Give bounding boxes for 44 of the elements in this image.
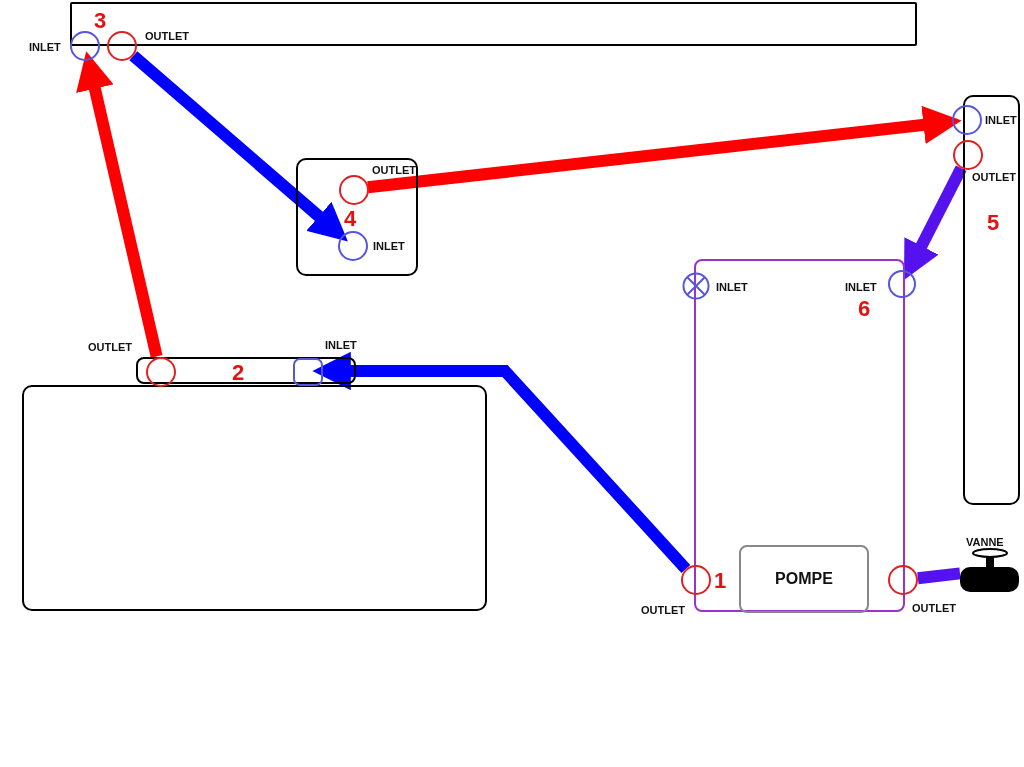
port-circle [888, 565, 918, 595]
port-label: OUTLET [372, 165, 416, 176]
port-square [293, 358, 323, 386]
port-label: INLET [845, 282, 877, 293]
flow-arrow [367, 105, 962, 194]
component-box [136, 357, 356, 384]
port-label: VANNE [966, 537, 1004, 548]
component-number: 2 [232, 362, 245, 384]
port-circle [70, 31, 100, 61]
port-circle [146, 357, 176, 387]
port-circle [681, 565, 711, 595]
flow-arrow [904, 165, 967, 281]
port-circle [953, 140, 983, 170]
flow-arrow [129, 51, 348, 242]
port-label: OUTLET [972, 172, 1016, 183]
port-label: OUTLET [641, 605, 685, 616]
port-circle [107, 31, 137, 61]
port-label: INLET [373, 241, 405, 252]
pump-box [739, 545, 869, 613]
port-circle [952, 105, 982, 135]
component-number: 1 [714, 570, 727, 592]
component-label: POMPE [774, 571, 834, 587]
component-box [694, 259, 905, 612]
port-label: INLET [716, 282, 748, 293]
component-box [963, 95, 1020, 505]
flow-arrow [76, 51, 163, 358]
component-number: 5 [987, 212, 1000, 234]
component-number: 3 [94, 10, 107, 32]
component-number: 6 [858, 298, 871, 320]
port-label: INLET [325, 340, 357, 351]
component-number: 4 [344, 208, 357, 230]
port-circle [338, 231, 368, 261]
port-circle [339, 175, 369, 205]
valve-icon [960, 548, 1019, 592]
port-label: OUTLET [88, 342, 132, 353]
port-label: INLET [29, 42, 61, 53]
port-label: OUTLET [912, 603, 956, 614]
plugged-port-icon [682, 272, 710, 300]
port-label: INLET [985, 115, 1017, 126]
component-box [70, 2, 917, 46]
port-label: OUTLET [145, 31, 189, 42]
component-box [296, 158, 418, 276]
tank-box [22, 385, 487, 611]
port-circle [888, 270, 916, 298]
